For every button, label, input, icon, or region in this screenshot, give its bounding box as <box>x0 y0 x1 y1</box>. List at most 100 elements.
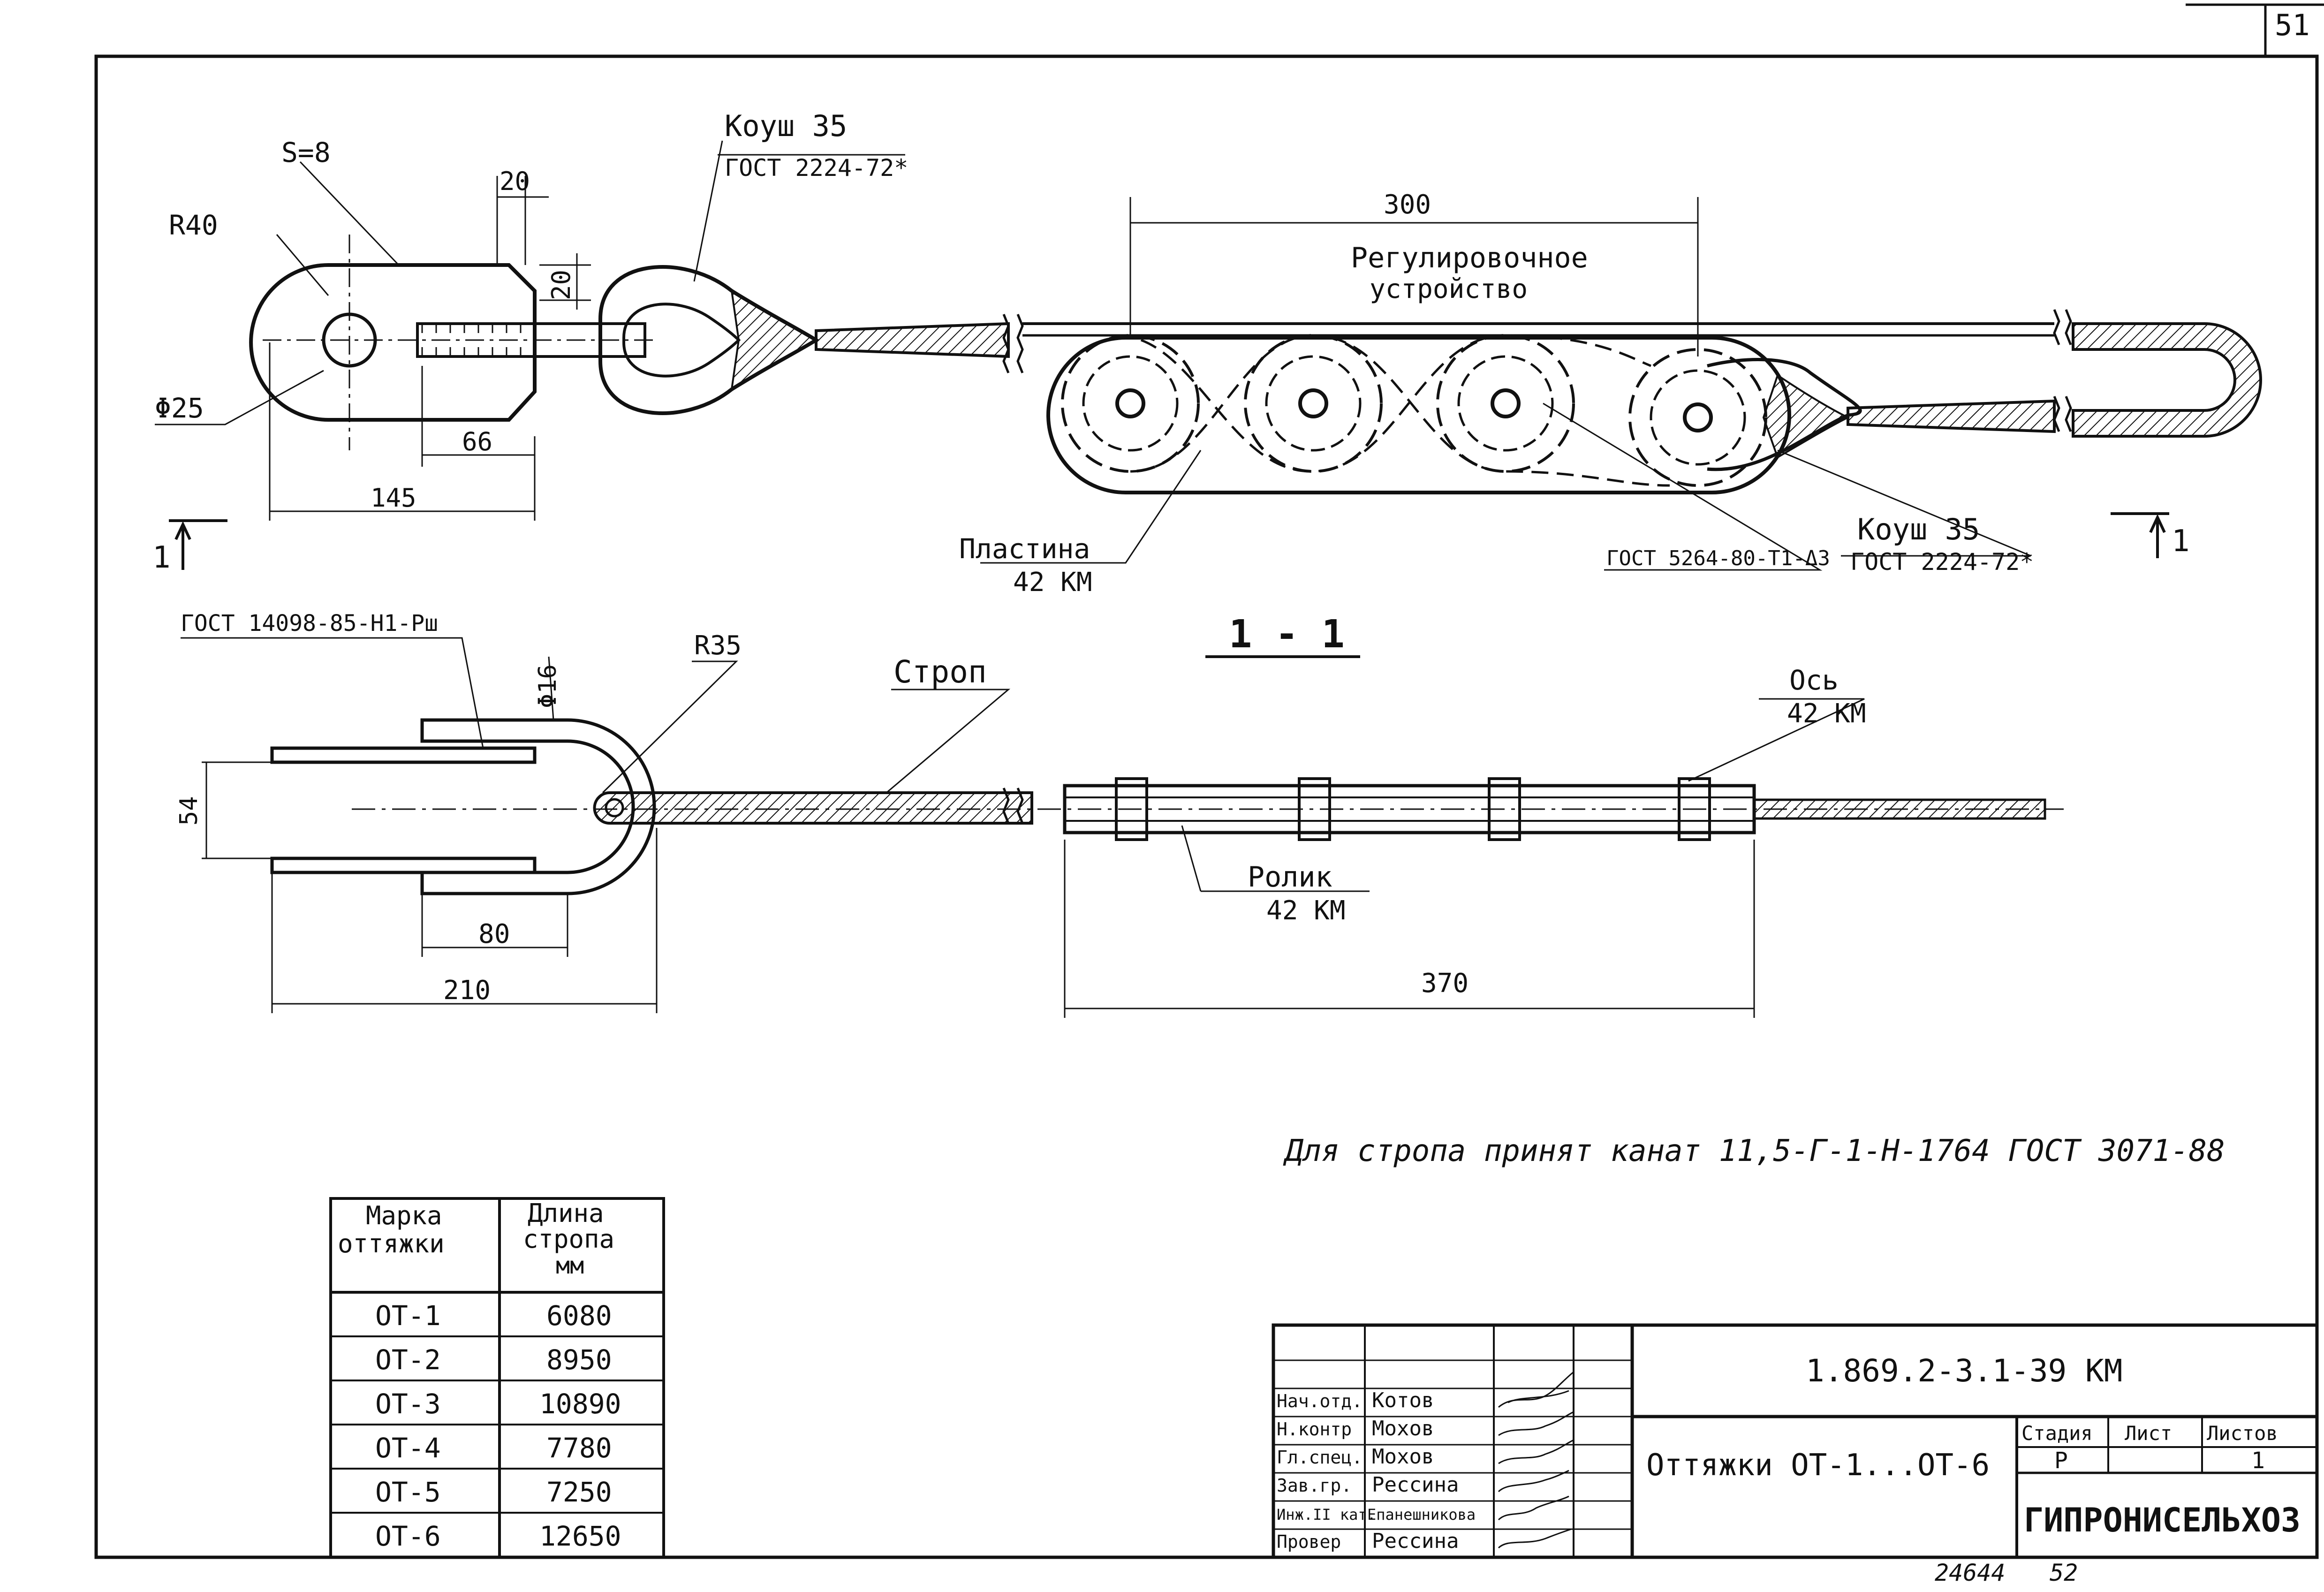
table-row-4-mark: ОТ-4 <box>375 1432 441 1464</box>
thimble-right-gost: ГОСТ 2224-72* <box>1850 548 2034 576</box>
section-mark-left: 1 <box>152 540 171 575</box>
axis-mark: 42 КМ <box>1787 698 1866 729</box>
signature-6 <box>1498 1528 1572 1549</box>
signature-2 <box>1498 1411 1574 1436</box>
adjuster-line2: устройство <box>1370 274 1528 304</box>
table-row-3-length: 10890 <box>539 1388 621 1420</box>
sling-section-right <box>1753 798 2046 820</box>
axis-name: Ось <box>1789 664 1839 696</box>
adjuster-line1: Регулировочное <box>1351 242 1588 274</box>
bracket-top-bar <box>270 746 537 764</box>
plate-rod-slot <box>416 322 646 358</box>
footer-right: 52 <box>2050 1559 2078 1586</box>
roller-section-3 <box>1488 777 1521 841</box>
sling-section-thimble <box>593 791 1033 825</box>
plan-thickness: S=8 <box>281 136 331 168</box>
plan-dim-20-top: 20 <box>500 167 530 196</box>
roller-section-1 <box>1115 777 1148 841</box>
rod-diameter: Φ16 <box>534 664 562 708</box>
plan-view: S=8 R40 Φ25 20 20 66 145 300 Коуш 35 ГОС… <box>152 109 2262 598</box>
table-row-5-mark: ОТ-5 <box>375 1476 441 1508</box>
table-row-6-length: 12650 <box>539 1520 621 1552</box>
table-row-5-length: 7250 <box>546 1476 612 1508</box>
sling-end-eye <box>605 798 624 818</box>
sheet-header: Лист <box>2125 1422 2172 1445</box>
plan-dim-145: 145 <box>371 483 416 513</box>
bracket-gost: ГОСТ 14098-85-Н1-Рш <box>181 610 438 637</box>
roller-name: Ролик <box>1248 861 1332 894</box>
rope-note: Для стропа принят канат 11,5-Г-1-Н-1764 … <box>1283 1134 2225 1168</box>
table-row-2-length: 8950 <box>546 1344 612 1376</box>
name-2: Мохов <box>1372 1417 1434 1440</box>
table-header-length-1: Длина <box>528 1198 604 1228</box>
roller-3 <box>1436 334 1575 473</box>
role-1: Нач.отд. <box>1277 1391 1363 1411</box>
table-row-1-length: 6080 <box>546 1300 612 1332</box>
thimble-left-gost: ГОСТ 2224-72* <box>725 154 908 182</box>
stage-value: Р <box>2054 1448 2068 1474</box>
hidden-rope-path <box>1116 334 1651 473</box>
table-row-1-mark: ОТ-1 <box>375 1300 441 1332</box>
plan-dim-300: 300 <box>1384 190 1431 220</box>
stage-header: Стадия <box>2021 1422 2093 1445</box>
sheets-header: Листов <box>2207 1422 2278 1445</box>
hidden-rope-path-2 <box>1130 334 1670 487</box>
plan-dim-20-side: 20 <box>546 270 576 300</box>
company-name: ГИПРОНИСЕЛЬХОЗ <box>2024 1501 2301 1539</box>
plan-dim-66: 66 <box>462 427 492 456</box>
name-4: Рессина <box>1372 1473 1459 1497</box>
dim-lines-section <box>202 761 1755 1018</box>
role-6: Провер <box>1277 1531 1341 1552</box>
sheets-value: 1 <box>2251 1448 2265 1474</box>
thimble-left-name: Коуш 35 <box>725 109 847 143</box>
bolt-gost: ГОСТ 5264-80-Т1-Δ3 <box>1606 546 1830 570</box>
section-title: 1 - 1 <box>1229 612 1345 657</box>
dim-54: 54 <box>175 796 203 826</box>
signature-3 <box>1498 1439 1574 1464</box>
section-mark-left-symbol <box>169 519 227 570</box>
dim-370: 370 <box>1421 968 1469 999</box>
footer-left: 24644 <box>1935 1559 2006 1586</box>
role-5: Инж.II кат. <box>1277 1506 1376 1524</box>
section-mark-right: 1 <box>2172 524 2190 559</box>
break-mark-section <box>1002 788 1024 824</box>
table-header-length-2: стропа <box>523 1224 614 1254</box>
break-mark-right <box>2053 309 2072 432</box>
weld-ticks <box>421 324 522 356</box>
leaders-plan <box>155 140 2031 571</box>
doc-title: Оттяжки ОТ-1...ОТ-6 <box>1646 1448 1990 1483</box>
plan-radius: R40 <box>169 209 218 241</box>
sling-end-loop <box>2072 322 2262 438</box>
dim-lines-plan <box>269 176 1699 521</box>
sling-left <box>815 322 1010 358</box>
table-row-6-mark: ОТ-6 <box>375 1520 441 1552</box>
plan-hole-diameter: Φ25 <box>155 392 204 424</box>
dim-210: 210 <box>443 975 491 1006</box>
section-mark-right-symbol <box>2111 512 2169 558</box>
thimble-right-name: Коуш 35 <box>1857 512 1980 546</box>
break-mark-left <box>1002 314 1024 373</box>
table-header-length-3: мм <box>556 1252 584 1279</box>
bracket-bottom-bar <box>270 857 537 874</box>
roller-mark: 42 КМ <box>1266 895 1346 926</box>
table-row-2-mark: ОТ-2 <box>375 1344 441 1376</box>
name-3: Мохов <box>1372 1445 1434 1469</box>
roller-section-2 <box>1298 777 1331 841</box>
anchor-plate <box>249 263 537 422</box>
signature-4 <box>1498 1470 1569 1493</box>
thimble-right-hatch <box>1762 373 1850 459</box>
section-radius: R35 <box>694 630 742 661</box>
lengths-table: Марка оттяжки Длина стропа мм ОТ-1 6080 … <box>329 1197 665 1559</box>
doc-code: 1.869.2-3.1-39 КМ <box>1806 1353 2123 1389</box>
sheet-number: 51 <box>2275 8 2310 42</box>
role-2: Н.контр <box>1277 1419 1352 1440</box>
roller-1 <box>1061 334 1200 473</box>
plate-name: Пластина <box>959 533 1090 565</box>
leaders-section <box>181 637 1865 892</box>
plate-mark: 42 КМ <box>1013 567 1092 598</box>
thimble-left-hatch <box>730 289 818 391</box>
table-header-mark-2: оттяжки <box>338 1229 445 1258</box>
table-header-mark-1: Марка <box>366 1201 442 1230</box>
sling-right <box>1847 399 2056 433</box>
sheet-frame <box>94 54 2319 1559</box>
